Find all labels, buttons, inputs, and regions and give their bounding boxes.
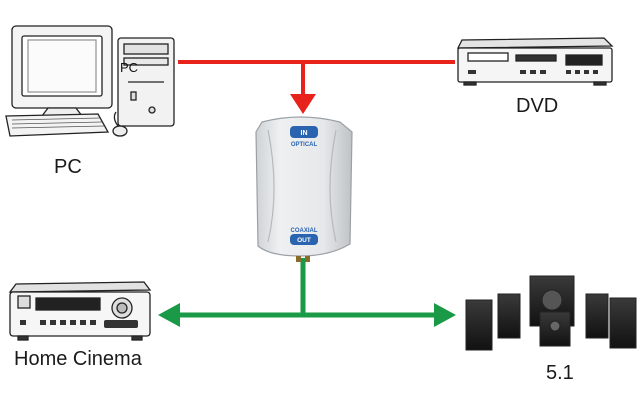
home-cinema-receiver-icon: [8, 281, 152, 341]
pc-computer-icon: [5, 25, 175, 137]
pc-label: PC: [54, 156, 82, 178]
pc-case-label: PC: [120, 60, 138, 75]
input-arrow-down: [290, 94, 316, 114]
speakers-label: 5.1: [546, 362, 574, 384]
output-arrow-left: [158, 303, 180, 327]
in-badge: [290, 126, 318, 138]
dvd-player-icon: [456, 37, 614, 86]
converter-box: [255, 116, 353, 262]
dvd-label: DVD: [516, 95, 559, 117]
output-connection: [158, 258, 456, 327]
coaxial-text: COAXIAL: [291, 228, 318, 234]
out-badge-text: OUT: [297, 237, 311, 244]
output-arrow-right: [434, 303, 456, 327]
optical-text: OPTICAL: [291, 142, 318, 148]
out-badge: [290, 234, 318, 245]
in-badge-text: IN: [301, 130, 308, 137]
speakers-5-1-icon: [465, 275, 637, 351]
home-cinema-label: Home Cinema: [14, 348, 142, 370]
input-connection: [178, 60, 455, 114]
